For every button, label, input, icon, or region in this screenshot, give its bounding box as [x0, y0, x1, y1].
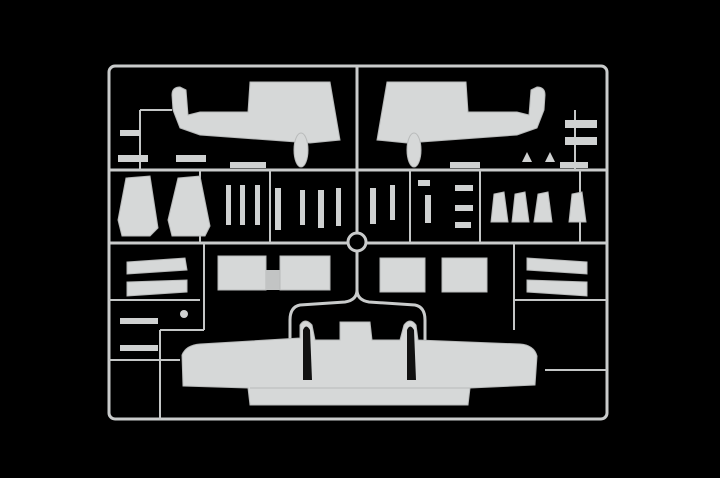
upper-wing-left	[171, 81, 341, 168]
lower-wing	[181, 320, 538, 406]
upper-wing-right	[376, 81, 546, 168]
panels	[126, 255, 588, 297]
small-parts	[118, 120, 597, 351]
tail-fins	[117, 175, 211, 237]
engine-cowls	[490, 191, 587, 223]
